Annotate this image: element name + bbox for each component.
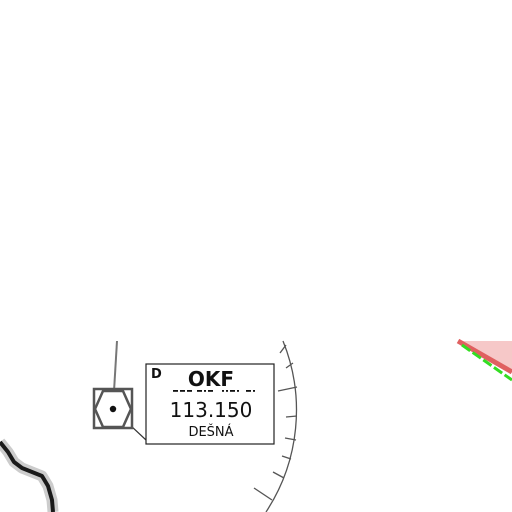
- morse-dash: [187, 390, 192, 392]
- morse-dash: [208, 390, 213, 392]
- compass-tick: [281, 455, 292, 460]
- compass-tick: [253, 487, 273, 501]
- airspace-red-line: [456, 338, 512, 375]
- morse-dot: [226, 390, 228, 392]
- morse-dash: [246, 390, 251, 392]
- morse-dot: [222, 390, 224, 392]
- compass-tick: [285, 362, 294, 369]
- airspace-boundary: [456, 338, 512, 382]
- navaid-frequency: 113.150: [170, 398, 253, 422]
- airspace-green-line: [461, 343, 512, 382]
- morse-dash: [230, 390, 235, 392]
- navaid-ident: OKF: [188, 367, 234, 391]
- morse-dot: [204, 390, 206, 392]
- vor-center-dot: [109, 405, 117, 413]
- compass-tick: [279, 344, 287, 354]
- morse-code: [173, 390, 255, 392]
- morse-dash: [180, 390, 185, 392]
- morse-dash: [173, 390, 178, 392]
- morse-dot: [237, 390, 239, 392]
- vor-hexagon: [93, 389, 133, 429]
- boundary-line: [0, 440, 55, 512]
- compass-ticks: [253, 344, 298, 501]
- navaid-info-box[interactable]: D OKF 113.150 DEŠNÁ: [145, 363, 275, 445]
- region-boundary: [0, 438, 59, 512]
- morse-dash: [197, 390, 202, 392]
- navaid-class-letter: D: [151, 367, 162, 382]
- info-box-frame: [145, 363, 275, 445]
- morse-dot: [253, 390, 255, 392]
- compass-tick: [272, 471, 285, 479]
- compass-rose-arc: [253, 340, 298, 512]
- vor-dme-icon[interactable]: [92, 387, 134, 430]
- navaid-name: DEŠNÁ: [188, 424, 233, 440]
- compass-tick: [284, 437, 297, 441]
- compass-tick: [285, 415, 298, 418]
- compass-arc: [265, 340, 298, 512]
- compass-tick: [277, 386, 298, 392]
